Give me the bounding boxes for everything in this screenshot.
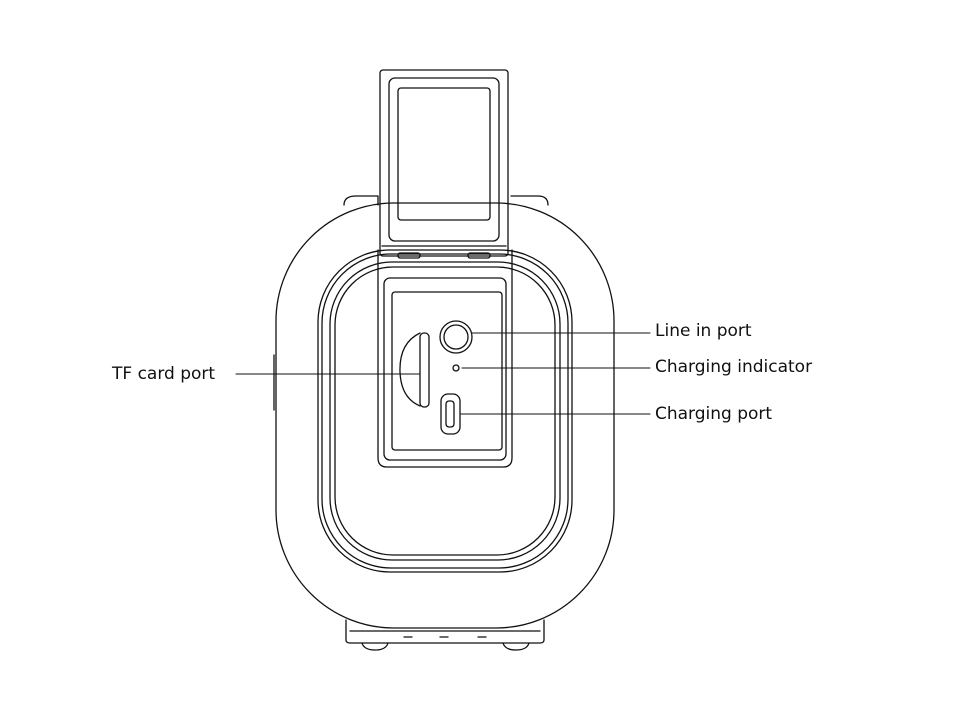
leader-lines (235, 332, 651, 415)
front-panel-rings (317, 249, 573, 573)
rubber-flap (379, 69, 509, 259)
speaker-body (275, 202, 615, 629)
flap-hinge-right (467, 252, 491, 259)
charging-usb-port (440, 393, 461, 435)
flap-hinge-left (397, 252, 421, 259)
line-in-port-label: Line in port (655, 321, 752, 341)
line-in-jack (439, 320, 473, 354)
charging-indicator-led (452, 364, 460, 372)
charging-indicator-label: Charging indicator (655, 357, 813, 377)
right-foot (502, 642, 530, 651)
charging-port-label: Charging port (655, 404, 773, 424)
port-panel (377, 249, 513, 468)
tf-card-port-label: TF card port (112, 364, 216, 384)
speaker-base (345, 619, 545, 651)
top-shoulder (343, 195, 549, 206)
left-foot (361, 642, 389, 651)
tf-card-slot (399, 332, 430, 408)
